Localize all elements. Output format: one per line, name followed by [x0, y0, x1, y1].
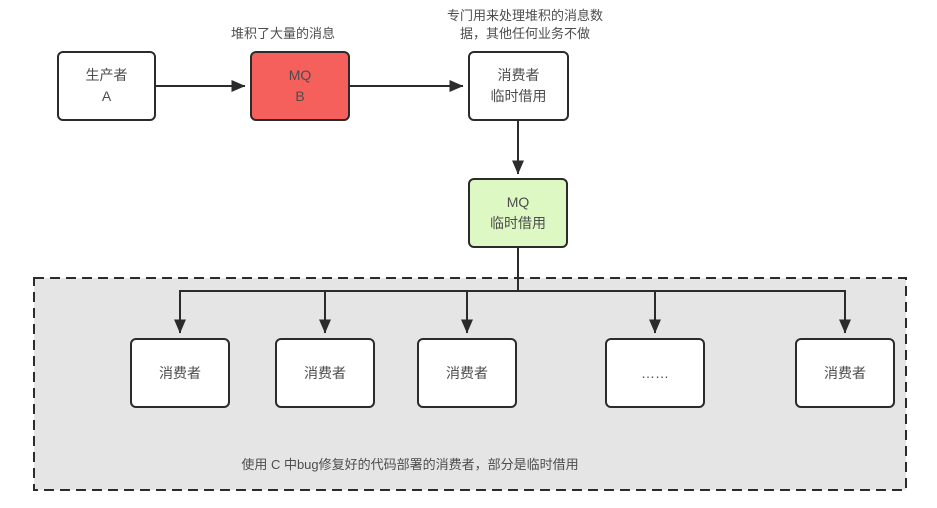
note-dedicated-purpose-line1: 专门用来处理堆积的消息数 [446, 8, 603, 23]
consumer-node-ellipsis-label: …… [641, 364, 669, 381]
consumer-node-5-label: 消费者 [824, 364, 866, 381]
pool-caption: 使用 C 中bug修复好的代码部署的消费者，部分是临时借用 [241, 457, 579, 472]
consumer-node-3: 消费者 [417, 338, 517, 408]
consumer-temp-node: 消费者 临时借用 [468, 51, 569, 121]
consumer-temp-label-line1: 消费者 [497, 67, 540, 83]
note-dedicated-purpose: 专门用来处理堆积的消息数 据，其他任何业务不做 [415, 7, 635, 43]
producer-node: 生产者 A [57, 51, 156, 121]
consumer-temp-label-line2: 临时借用 [490, 88, 547, 104]
mq-b-node: MQ B [250, 51, 350, 121]
consumer-node-1: 消费者 [130, 338, 230, 408]
mq-b-label-line1: MQ [288, 67, 312, 83]
consumer-node-1-label: 消费者 [159, 364, 201, 381]
producer-label-line1: 生产者 [85, 67, 128, 83]
consumer-node-3-label: 消费者 [446, 364, 488, 381]
mq-temp-node: MQ 临时借用 [468, 178, 568, 248]
consumer-node-2: 消费者 [275, 338, 375, 408]
note-backlog: 堆积了大量的消息 [230, 26, 335, 41]
consumer-node-5: 消费者 [795, 338, 895, 408]
note-dedicated-purpose-line2: 据，其他任何业务不做 [459, 26, 590, 41]
mq-b-label-line2: B [295, 88, 305, 104]
consumer-node-ellipsis: …… [605, 338, 705, 408]
consumer-node-2-label: 消费者 [304, 364, 346, 381]
mq-temp-label-line1: MQ [506, 194, 530, 210]
mq-temp-label-line2: 临时借用 [490, 215, 546, 231]
producer-label-line2: A [101, 88, 112, 104]
